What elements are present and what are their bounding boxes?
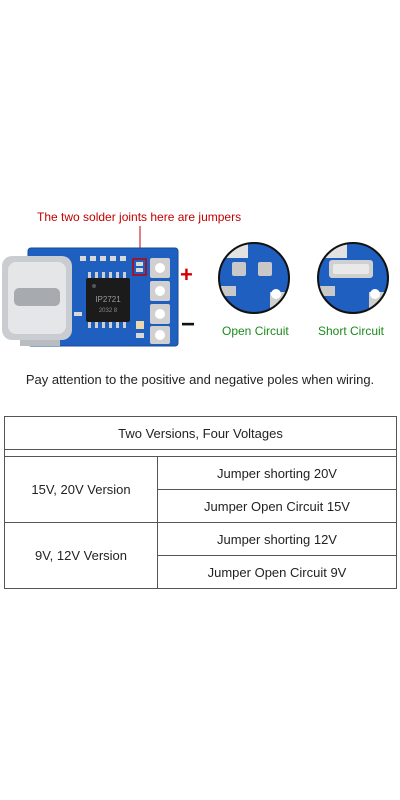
table-cell: Jumper Open Circuit 15V xyxy=(157,489,397,523)
ic-chip xyxy=(86,278,130,322)
table-header: Two Versions, Four Voltages xyxy=(4,416,397,450)
positive-sign: + xyxy=(180,262,193,287)
short-circuit-label: Short Circuit xyxy=(318,324,385,338)
chip-marking-2: 2032 8 xyxy=(99,308,118,314)
short-circuit-zoom xyxy=(317,242,389,314)
open-circuit-label: Open Circuit xyxy=(222,324,289,338)
table-cell: Jumper shorting 12V xyxy=(157,522,397,556)
version-cell: 15V, 20V Version xyxy=(4,456,158,523)
chip-marking: IP2721 xyxy=(95,295,121,304)
negative-sign: − xyxy=(181,311,196,338)
jumper-highlight-box xyxy=(132,258,147,276)
output-pads xyxy=(150,258,170,344)
version-table: Two Versions, Four Voltages 15V, 20V Ver… xyxy=(4,416,397,589)
pcb-module-image: IP2721 2032 8 xyxy=(2,226,179,347)
wiring-note: Pay attention to the positive and negati… xyxy=(25,372,375,387)
jumper-annotation: The two solder joints here are jumpers xyxy=(37,210,242,224)
table-cell: Jumper shorting 20V xyxy=(157,456,397,490)
table-cell: Jumper Open Circuit 9V xyxy=(157,555,397,589)
open-circuit-zoom xyxy=(218,242,290,314)
version-cell: 9V, 12V Version xyxy=(4,522,158,589)
